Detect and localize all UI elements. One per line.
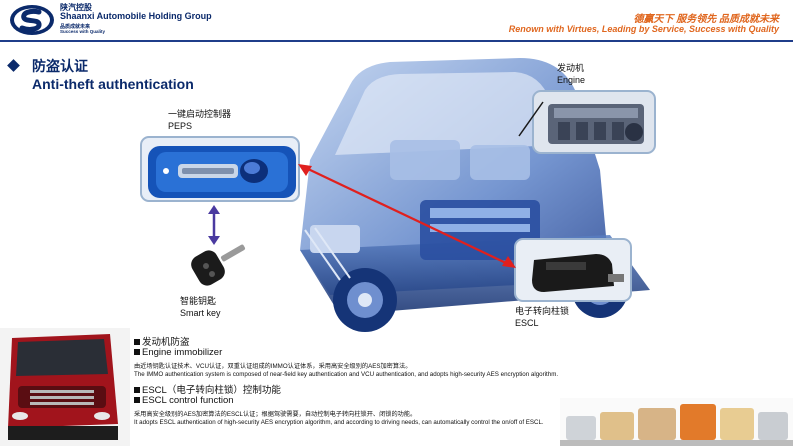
brand-name-en: Shaanxi Automobile Holding Group <box>60 11 212 21</box>
peps-label-en: PEPS <box>168 121 192 132</box>
section-title-en: Anti-theft authentication <box>32 76 194 92</box>
feature-2-desc-en: It adopts ESCL authentication of high-se… <box>134 419 544 426</box>
feature-2-heading-en-text: ESCL control function <box>142 395 234 406</box>
slogan-en: Renown with Virtues, Leading by Service,… <box>509 24 779 34</box>
peps-controller-icon <box>142 138 300 202</box>
engine-image-box <box>532 90 656 154</box>
red-truck-photo <box>0 328 130 446</box>
vehicle-fleet-strip <box>560 398 793 446</box>
feature-1-desc-cn: 由近场钥匙认证技术、VCU认证，双重认证组成的IMMO认证体系，采用高安全级别的… <box>134 361 411 370</box>
double-arrow-icon <box>205 205 223 245</box>
smart-key-icon <box>190 244 250 288</box>
authentication-arrow-icon <box>296 160 518 272</box>
escl-label-cn: 电子转向柱锁 <box>515 306 569 317</box>
shacman-logo-icon <box>8 3 56 37</box>
square-bullet-icon <box>134 349 140 355</box>
engine-icon <box>534 92 656 154</box>
square-bullet-icon <box>134 397 140 403</box>
peps-label-cn: 一键启动控制器 <box>168 109 231 120</box>
engine-pointer-line <box>515 100 545 140</box>
feature-1-desc-en: The IMMO authentication system is compos… <box>134 371 558 378</box>
header-divider <box>0 40 793 42</box>
brand-tagline-en: Success with Quality <box>60 29 105 34</box>
feature-2-desc-cn: 采用高安全级别的AES加密算法的ESCL认证；根据驾驶需要，自动控制电子转向柱锁… <box>134 409 416 418</box>
feature-1-heading-en: Engine immobilizer <box>134 347 222 358</box>
engine-label-cn: 发动机 <box>557 63 584 74</box>
escl-image-box <box>514 238 632 302</box>
diamond-bullet-icon <box>7 59 20 72</box>
section-title-cn: 防盗认证 <box>32 56 88 76</box>
engine-label-en: Engine <box>557 75 585 86</box>
escl-label-en: ESCL <box>515 318 539 329</box>
escl-lock-icon <box>516 240 632 302</box>
feature-1-heading-cn: 发动机防盗 <box>134 334 190 348</box>
smart-key-label-cn: 智能钥匙 <box>180 296 216 307</box>
feature-1-heading-en-text: Engine immobilizer <box>142 347 222 358</box>
peps-image-box <box>140 136 300 202</box>
smart-key-label-en: Smart key <box>180 308 221 319</box>
feature-2-heading-en: ESCL control function <box>134 395 234 406</box>
slogan-cn: 德赢天下 服务领先 品质成就未来 <box>633 10 779 25</box>
square-bullet-icon <box>134 387 140 393</box>
square-bullet-icon <box>134 339 140 345</box>
feature-2-heading-cn: ESCL（电子转向柱锁）控制功能 <box>134 382 281 396</box>
